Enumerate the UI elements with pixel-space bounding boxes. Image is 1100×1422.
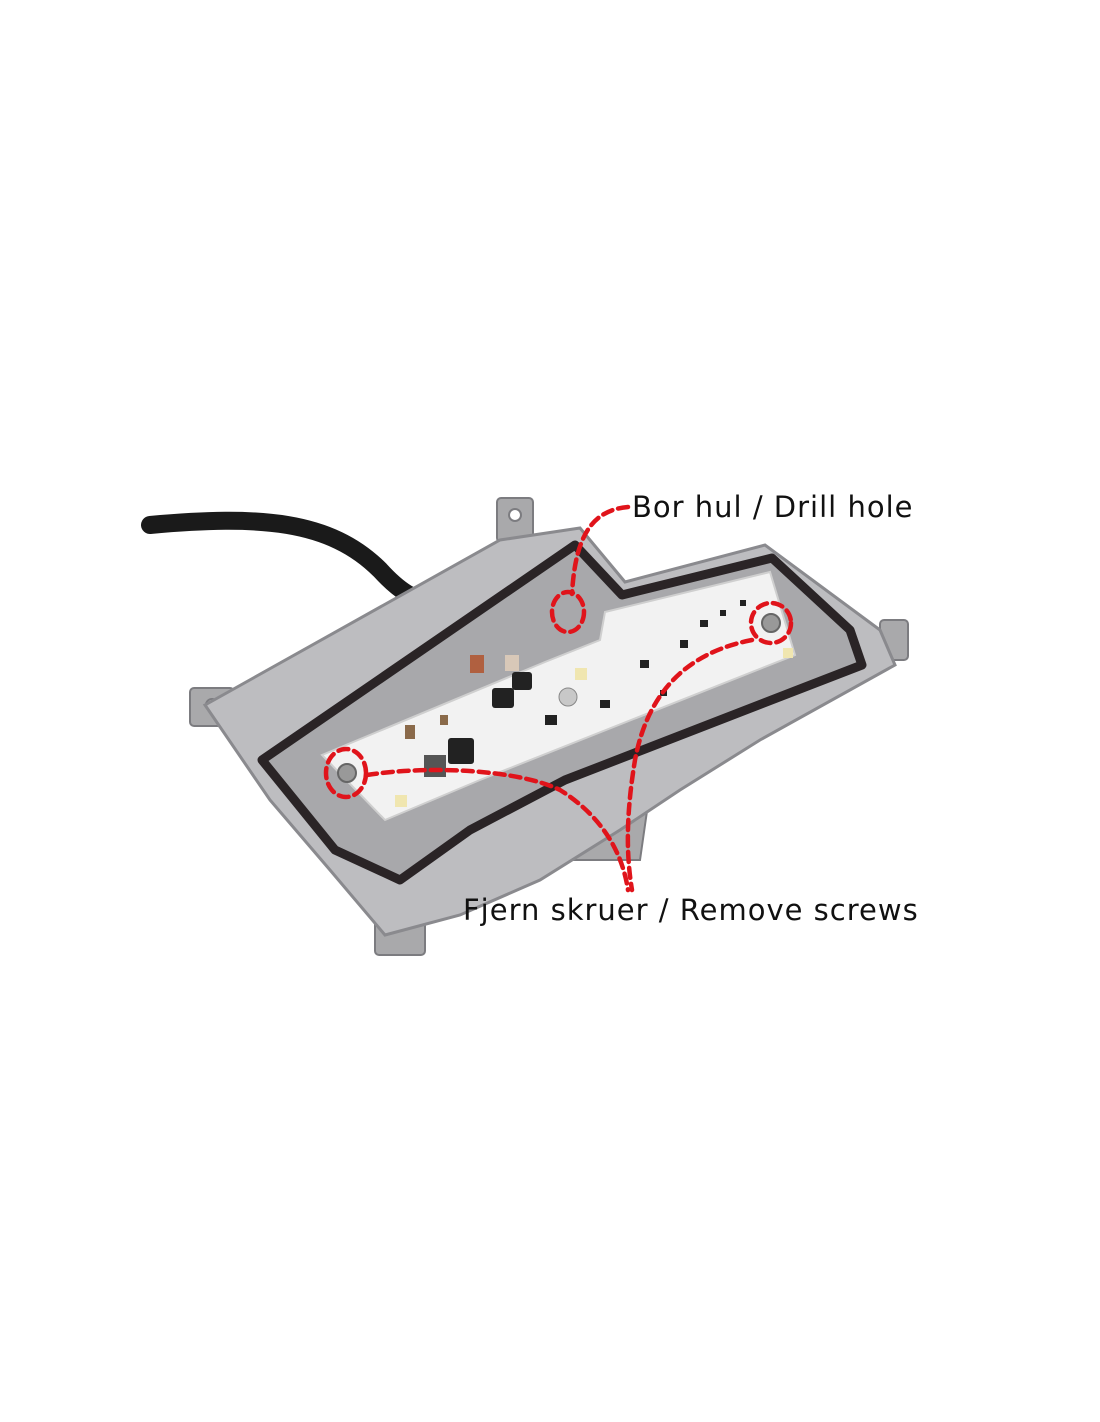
annotation-drill-hole [549, 504, 631, 635]
pcb-components [395, 600, 793, 807]
screw-right [761, 613, 781, 633]
drill-hole-label: Bor hul / Drill hole [632, 490, 913, 524]
cable [141, 511, 439, 611]
annotation-remove-screws [323, 600, 794, 893]
screw-left [337, 763, 357, 783]
remove-screws-label: Fjern skruer / Remove screws [463, 893, 919, 927]
